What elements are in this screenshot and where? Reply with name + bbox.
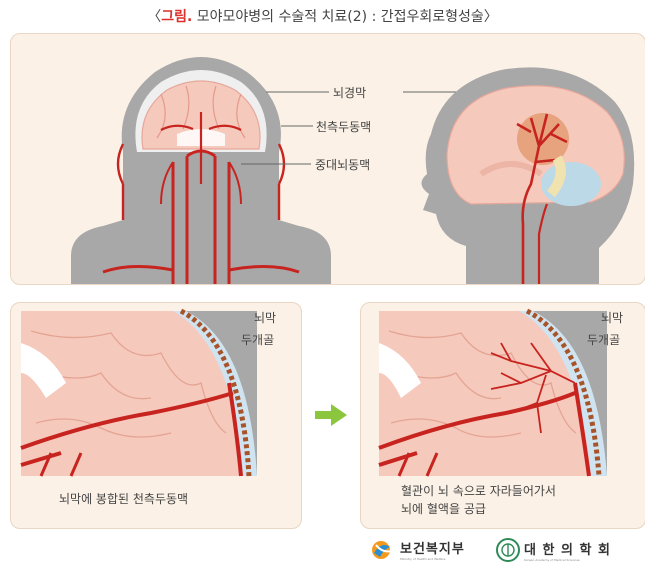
- ministry-logo: 보건복지부 Ministry of Health and Welfare: [370, 538, 465, 561]
- label-skull-right: 두개골: [587, 331, 620, 348]
- label-skull-left: 두개골: [241, 331, 274, 348]
- title-highlight: 그림.: [161, 9, 192, 25]
- ministry-swirl-icon: [370, 539, 396, 561]
- label-dura-right: 뇌막: [601, 309, 623, 326]
- front-head-illustration: [71, 57, 331, 284]
- green-arrow-icon: [313, 402, 349, 428]
- caption-right-line1: 혈관이 뇌 속으로 자라들어가서: [401, 483, 556, 500]
- academy-sub: Korean Academy of Medical Sciences: [524, 558, 611, 562]
- bottom-right-panel: 뇌막 두개골 혈관이 뇌 속으로 자라들어가서 뇌에 혈액을 공급: [360, 302, 645, 529]
- label-dura-top: 뇌경막: [333, 84, 366, 101]
- ministry-sub: Ministry of Health and Welfare: [400, 557, 465, 561]
- figure-title: 〈그림. 모야모야병의 수술적 치료(2) : 간접우회로형성술〉: [0, 6, 645, 26]
- side-head-illustration: [421, 67, 634, 284]
- title-prefix: 〈: [147, 9, 161, 25]
- top-panel: 뇌경막 천측두동맥 중대뇌동맥: [10, 33, 645, 285]
- ministry-name: 보건복지부: [400, 538, 465, 557]
- caption-right-line2: 뇌에 혈액을 공급: [401, 501, 486, 518]
- academy-seal-icon: [496, 538, 520, 562]
- bottom-left-panel: 뇌막 두개골 뇌막에 봉합된 천측두동맥: [10, 302, 302, 529]
- label-dura-left: 뇌막: [254, 309, 276, 326]
- caption-left: 뇌막에 봉합된 천측두동맥: [59, 491, 188, 508]
- academy-logo: 대 한 의 학 회 Korean Academy of Medical Scie…: [496, 538, 611, 562]
- label-superficial-temporal-artery: 천측두동맥: [316, 118, 371, 135]
- academy-name: 대 한 의 학 회: [524, 539, 611, 558]
- label-middle-artery: 중대뇌동맥: [315, 156, 370, 173]
- title-text: 모야모야병의 수술적 치료(2) : 간접우회로형성술〉: [192, 9, 498, 25]
